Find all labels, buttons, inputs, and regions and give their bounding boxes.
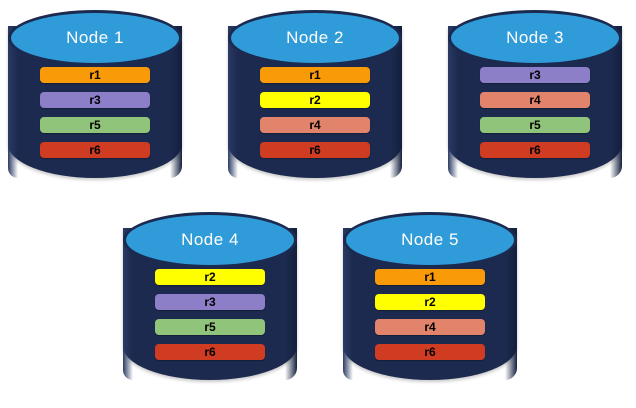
replica-bar[interactable]: r2 <box>155 269 265 285</box>
replica-bar[interactable]: r4 <box>480 92 590 108</box>
node-1[interactable]: Node 1 r1 r3 r5 r6 <box>8 10 182 195</box>
replica-list: r1 r2 r4 r6 <box>375 269 485 360</box>
node-4[interactable]: Node 4 r2 r3 r5 r6 <box>123 212 297 397</box>
replica-bar[interactable]: r6 <box>260 142 370 158</box>
replica-bar[interactable]: r1 <box>260 67 370 83</box>
node-label: Node 4 <box>181 230 239 249</box>
replica-bar[interactable]: r5 <box>40 117 150 133</box>
node-label: Node 2 <box>286 28 344 47</box>
replica-bar[interactable]: r5 <box>155 319 265 335</box>
node-label: Node 5 <box>401 230 459 249</box>
replica-list: r3 r4 r5 r6 <box>480 67 590 158</box>
replica-list: r1 r2 r4 r6 <box>260 67 370 158</box>
replica-bar[interactable]: r5 <box>480 117 590 133</box>
node-2[interactable]: Node 2 r1 r2 r4 r6 <box>228 10 402 195</box>
replica-bar[interactable]: r6 <box>155 344 265 360</box>
node-3[interactable]: Node 3 r3 r4 r5 r6 <box>448 10 622 195</box>
replica-bar[interactable]: r6 <box>375 344 485 360</box>
replica-list: r1 r3 r5 r6 <box>40 67 150 158</box>
replica-list: r2 r3 r5 r6 <box>155 269 265 360</box>
replica-bar[interactable]: r3 <box>40 92 150 108</box>
node-label: Node 1 <box>66 28 124 47</box>
replica-bar[interactable]: r3 <box>155 294 265 310</box>
cylinder-top-ellipse <box>123 212 297 268</box>
cylinder-top-ellipse <box>8 10 182 66</box>
replica-bar[interactable]: r3 <box>480 67 590 83</box>
node-5[interactable]: Node 5 r1 r2 r4 r6 <box>343 212 517 397</box>
replica-bar[interactable]: r4 <box>260 117 370 133</box>
replica-bar[interactable]: r2 <box>375 294 485 310</box>
replica-bar[interactable]: r2 <box>260 92 370 108</box>
replica-bar[interactable]: r4 <box>375 319 485 335</box>
node-label: Node 3 <box>506 28 564 47</box>
cylinder-top-ellipse <box>343 212 517 268</box>
replica-bar[interactable]: r1 <box>375 269 485 285</box>
replica-bar[interactable]: r6 <box>480 142 590 158</box>
cylinder-top-ellipse <box>228 10 402 66</box>
replica-bar[interactable]: r6 <box>40 142 150 158</box>
cylinder-top-ellipse <box>448 10 622 66</box>
replica-bar[interactable]: r1 <box>40 67 150 83</box>
